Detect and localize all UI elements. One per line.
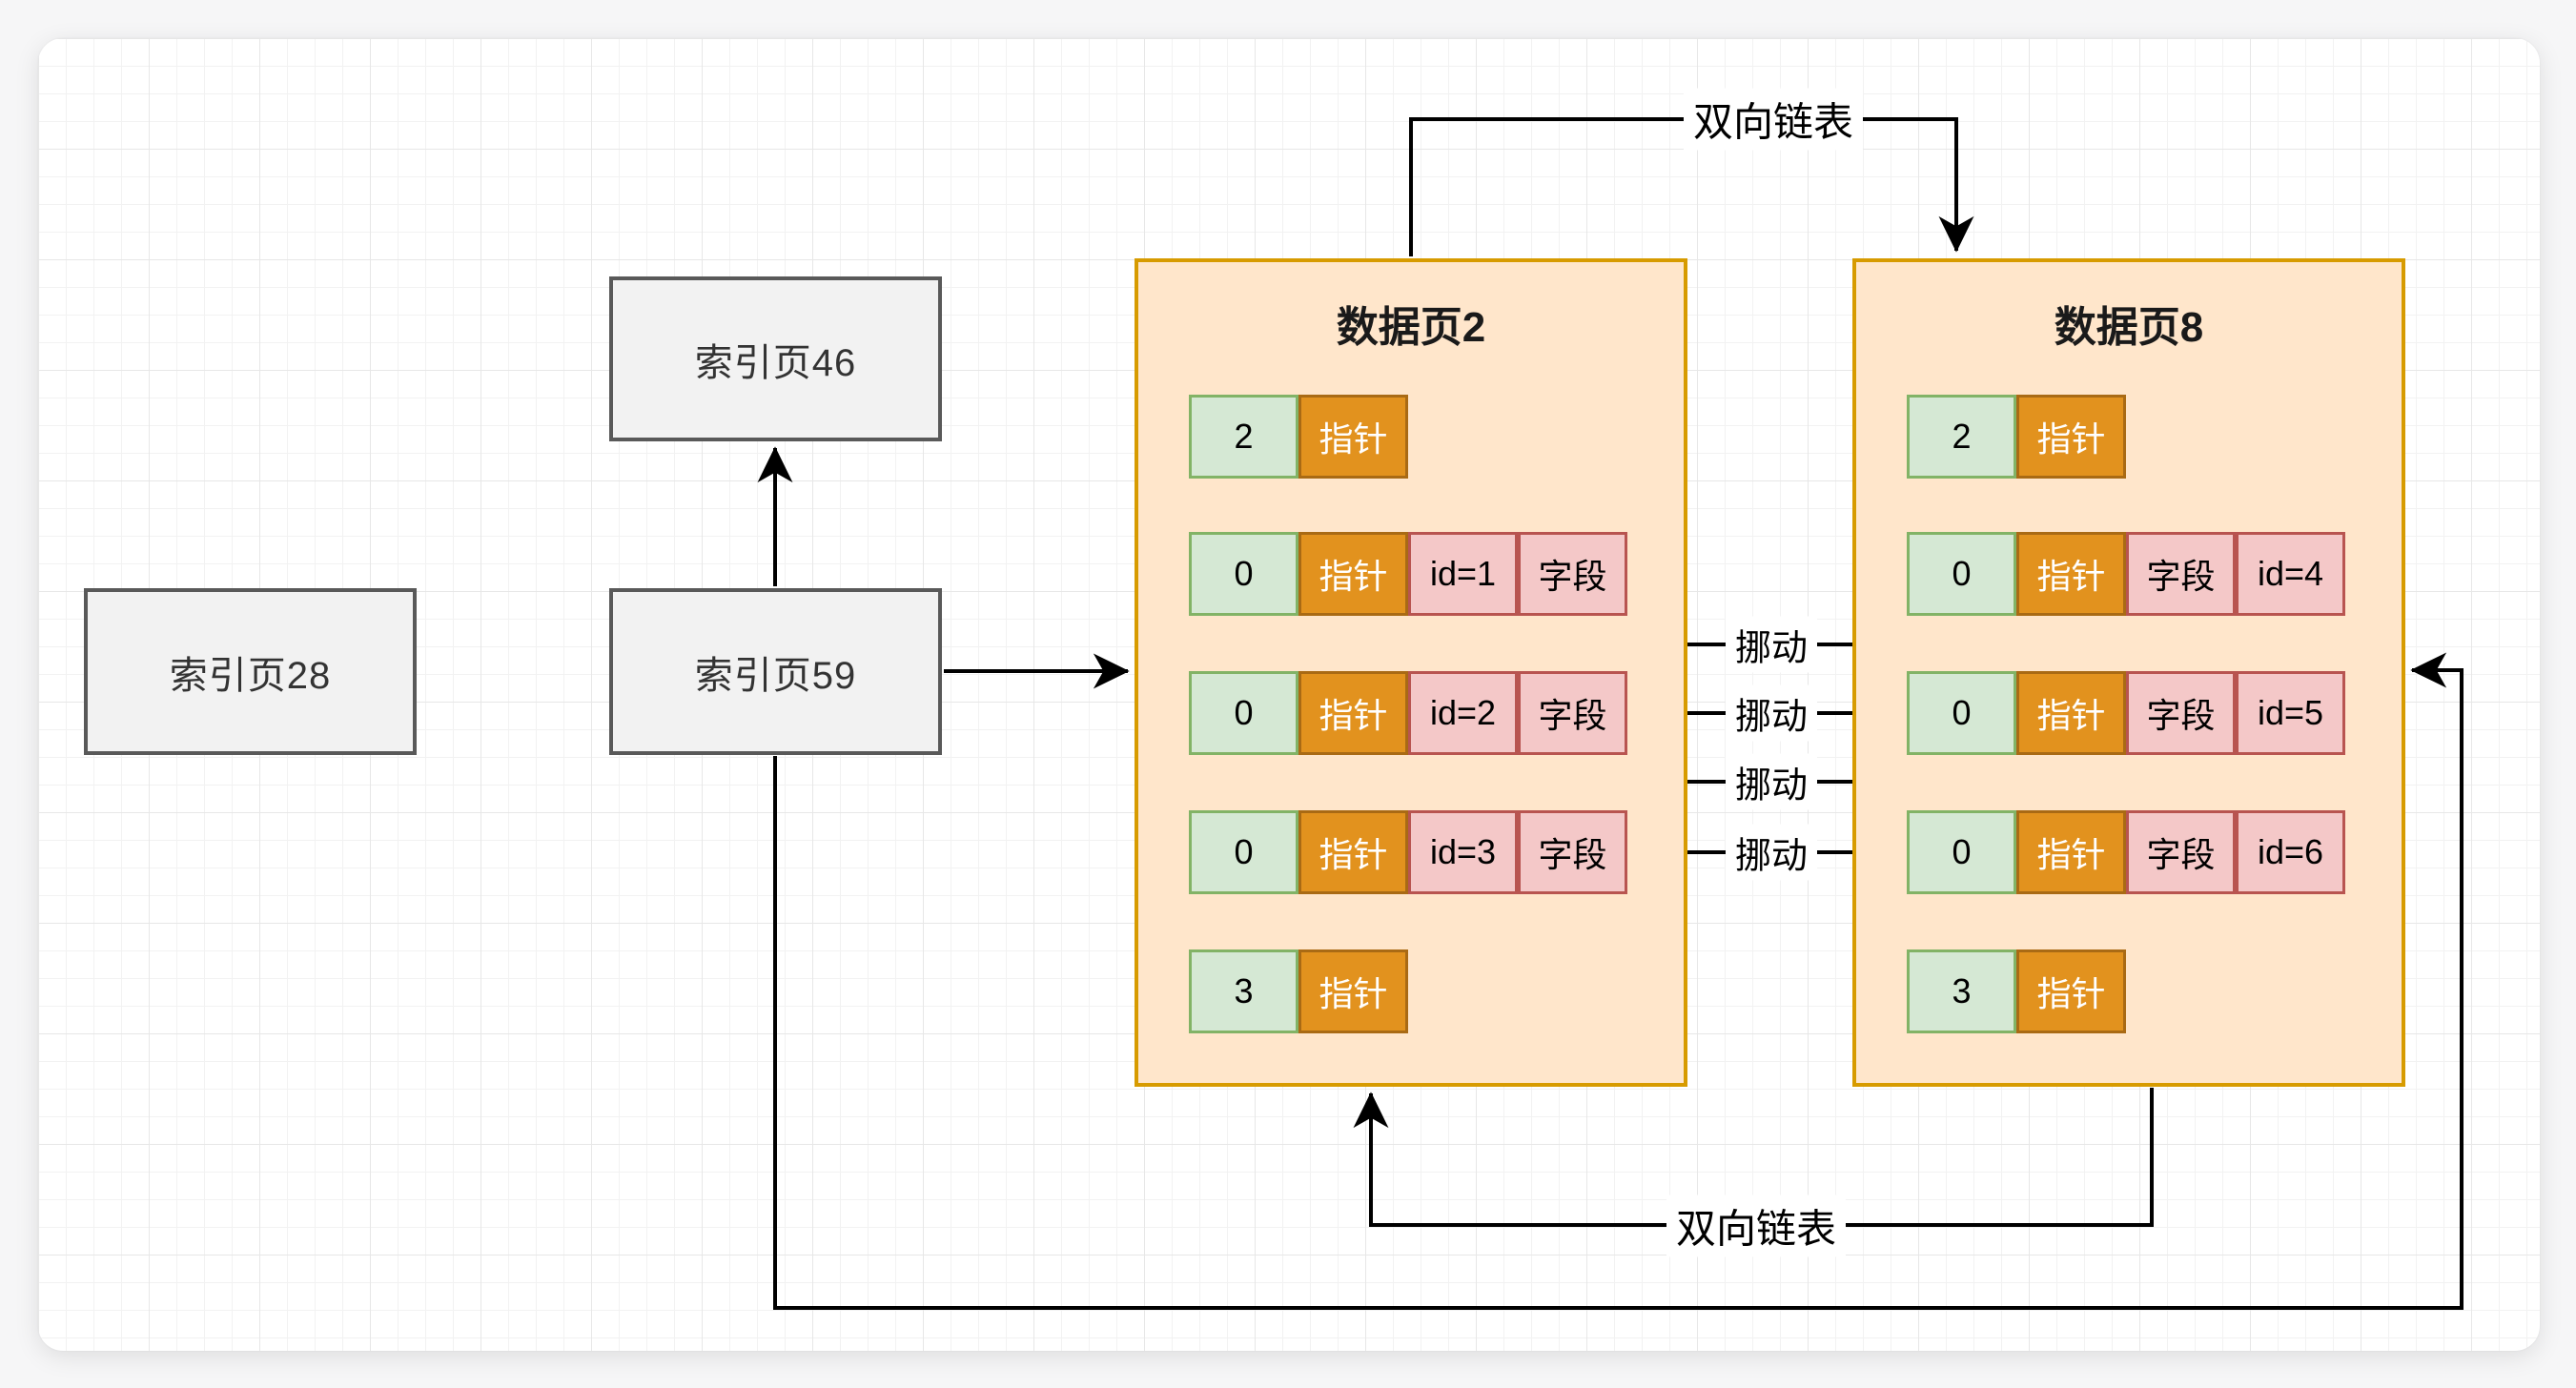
cell-text: 指针 [1319, 974, 1388, 1013]
page2-row1-pointer-cell[interactable]: 指针 [1298, 395, 1408, 479]
page2-row3-id-cell[interactable]: id=2 [1408, 671, 1518, 755]
page2-row3-field-cell[interactable]: 字段 [1518, 671, 1627, 755]
page2-row4-count-cell[interactable]: 0 [1189, 810, 1298, 894]
page8-row2-count-cell[interactable]: 0 [1907, 532, 2016, 616]
page8-row3-field-cell[interactable]: 字段 [2126, 671, 2236, 755]
page2-row2-field-cell[interactable]: 字段 [1518, 532, 1627, 616]
move-label-4: 挪动 [1725, 824, 1818, 881]
cell-text: 指针 [1319, 835, 1388, 874]
index-page-28-box[interactable]: 索引页28 [84, 588, 417, 755]
page2-row2-count-cell[interactable]: 0 [1189, 532, 1298, 616]
cell-text: 字段 [2146, 835, 2216, 874]
cell-text: 指针 [2036, 419, 2106, 459]
data-page-8-title: 数据页8 [2054, 304, 2204, 351]
page2-row4-field-cell[interactable]: 字段 [1518, 810, 1627, 894]
cell-text: 指针 [1319, 419, 1388, 459]
page8-row1-count-cell[interactable]: 2 [1907, 395, 2016, 479]
page8-row2-pointer-cell[interactable]: 指针 [2016, 532, 2126, 616]
cell-text: id=3 [1429, 832, 1497, 871]
cell-text: 指针 [2036, 835, 2106, 874]
page8-row3-id-cell[interactable]: id=5 [2236, 671, 2345, 755]
doubly-linked-list-label-top: 双向链表 [1683, 88, 1864, 151]
page2-row1-count-cell[interactable]: 2 [1189, 395, 1298, 479]
index-page-59-label: 索引页59 [694, 654, 857, 697]
cell-text: 指针 [2036, 974, 2106, 1013]
cell-text: 字段 [1538, 835, 1607, 874]
move-label-3: 挪动 [1725, 753, 1818, 810]
page2-row2-pointer-cell[interactable]: 指针 [1298, 532, 1408, 616]
cell-text: 3 [1234, 971, 1254, 1010]
cell-text: 指针 [2036, 557, 2106, 596]
cell-text: 0 [1952, 693, 1972, 732]
page8-row1-pointer-cell[interactable]: 指针 [2016, 395, 2126, 479]
page2-row4-pointer-cell[interactable]: 指针 [1298, 810, 1408, 894]
cell-text: id=6 [2257, 832, 2324, 871]
cell-text: id=4 [2257, 554, 2324, 593]
page8-row4-field-cell[interactable]: 字段 [2126, 810, 2236, 894]
index-page-46-label: 索引页46 [694, 341, 857, 384]
edge-index59-loop-to-datapage8[interactable] [773, 652, 2464, 1310]
cell-text: 指针 [1319, 696, 1388, 735]
page2-row4-id-cell[interactable]: id=3 [1408, 810, 1518, 894]
cell-text: 0 [1952, 832, 1972, 871]
data-page-2-container[interactable]: 数据页2 2 指针 0 指针 id=1 字段 0 指针 id=2 字段 0 指针… [1135, 258, 1687, 1087]
page8-row5-pointer-cell[interactable]: 指针 [2016, 949, 2126, 1033]
cell-text: 指针 [2036, 696, 2106, 735]
page2-row3-pointer-cell[interactable]: 指针 [1298, 671, 1408, 755]
move-label-2: 挪动 [1725, 684, 1818, 742]
data-page-2-title: 数据页2 [1336, 304, 1486, 351]
cell-text: id=2 [1429, 693, 1497, 732]
cell-text: id=1 [1429, 554, 1497, 593]
cell-text: 字段 [1538, 557, 1607, 596]
index-page-46-box[interactable]: 索引页46 [609, 276, 942, 441]
cell-text: 0 [1952, 554, 1972, 593]
page2-row2-id-cell[interactable]: id=1 [1408, 532, 1518, 616]
page8-row2-id-cell[interactable]: id=4 [2236, 532, 2345, 616]
data-page-8-container[interactable]: 数据页8 2 指针 0 指针 字段 id=4 0 指针 字段 id=5 0 指针… [1852, 258, 2405, 1087]
page8-row4-id-cell[interactable]: id=6 [2236, 810, 2345, 894]
cell-text: 指针 [1319, 557, 1388, 596]
page8-row3-pointer-cell[interactable]: 指针 [2016, 671, 2126, 755]
index-page-28-label: 索引页28 [169, 654, 332, 697]
page8-row4-count-cell[interactable]: 0 [1907, 810, 2016, 894]
doubly-linked-list-label-bottom: 双向链表 [1666, 1194, 1847, 1257]
cell-text: 2 [1234, 417, 1254, 456]
page2-row5-count-cell[interactable]: 3 [1189, 949, 1298, 1033]
page8-row2-field-cell[interactable]: 字段 [2126, 532, 2236, 616]
page8-row3-count-cell[interactable]: 0 [1907, 671, 2016, 755]
cell-text: 0 [1234, 832, 1254, 871]
cell-text: id=5 [2257, 693, 2324, 732]
cell-text: 字段 [2146, 557, 2216, 596]
cell-text: 字段 [2146, 696, 2216, 735]
move-label-1: 挪动 [1725, 616, 1818, 673]
index-page-59-box[interactable]: 索引页59 [609, 588, 942, 755]
page8-row4-pointer-cell[interactable]: 指针 [2016, 810, 2126, 894]
page8-row5-count-cell[interactable]: 3 [1907, 949, 2016, 1033]
cell-text: 0 [1234, 693, 1254, 732]
cell-text: 0 [1234, 554, 1254, 593]
page2-row5-pointer-cell[interactable]: 指针 [1298, 949, 1408, 1033]
cell-text: 字段 [1538, 696, 1607, 735]
cell-text: 2 [1952, 417, 1972, 456]
cell-text: 3 [1952, 971, 1972, 1010]
page2-row3-count-cell[interactable]: 0 [1189, 671, 1298, 755]
